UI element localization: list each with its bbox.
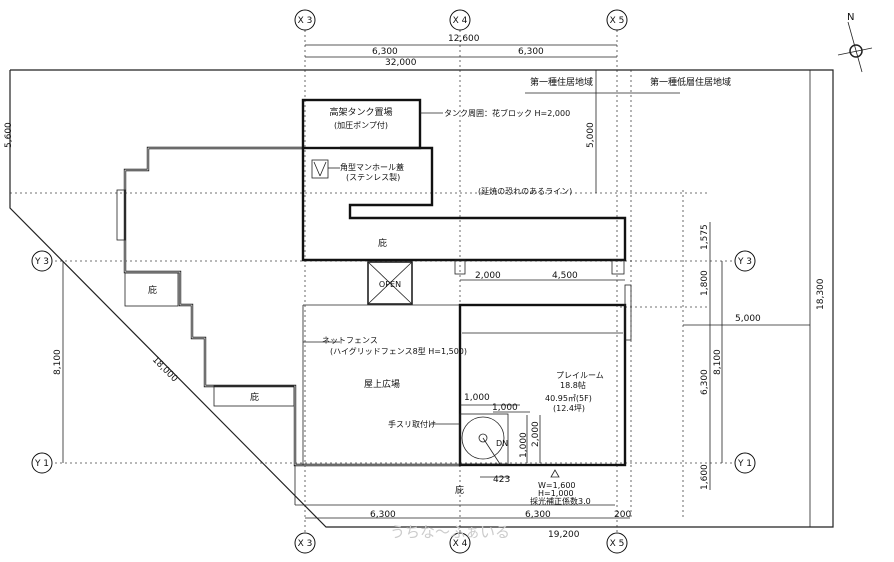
window-width: W=1,600 bbox=[538, 481, 576, 490]
grid-label: Y 3 bbox=[737, 257, 752, 267]
grid-x4-bottom: X 4 bbox=[449, 532, 471, 554]
eave-label: 庇 bbox=[250, 391, 259, 403]
spiral-stair bbox=[461, 416, 505, 460]
grid-label: X 3 bbox=[298, 539, 313, 549]
eave-area bbox=[213, 385, 295, 407]
window-note: 採光補正係数3.0 bbox=[530, 496, 591, 506]
grid-x3-top: X 3 bbox=[294, 9, 316, 31]
dim-text: 32,000 bbox=[385, 58, 417, 68]
dim-text: 5,600 bbox=[4, 122, 14, 148]
grid-label: Y 3 bbox=[34, 257, 49, 267]
watermark: うちな〜ふぁいる bbox=[390, 523, 510, 541]
dim-text: 5,000 bbox=[586, 122, 596, 148]
compass-north-label: N bbox=[847, 12, 854, 23]
open-label: OPEN bbox=[379, 280, 401, 289]
stair-dn-label: DN bbox=[496, 439, 508, 448]
grid-label: X 4 bbox=[453, 16, 468, 26]
net-fence-sub-label: (ハイグリッドフェンス8型 H=1,500) bbox=[330, 346, 467, 356]
playroom-tatami: 18.8帖 bbox=[560, 380, 586, 390]
eave-label: 庇 bbox=[378, 237, 387, 249]
grid-y1-right: Y 1 bbox=[734, 452, 756, 474]
north-compass-icon: N bbox=[837, 12, 873, 73]
grid-lines bbox=[10, 30, 740, 533]
rooftop-plaza-label: 屋上広場 bbox=[364, 378, 400, 390]
grid-y1-left: Y 1 bbox=[31, 452, 53, 474]
grid-label: Y 1 bbox=[737, 459, 752, 469]
grid-x4-top: X 4 bbox=[449, 9, 471, 31]
playroom-area: 40.95㎡(5F) bbox=[545, 394, 592, 403]
dim-text: 18,300 bbox=[816, 278, 826, 310]
grid-label: X 5 bbox=[610, 539, 625, 549]
property-boundary bbox=[9, 69, 834, 528]
dim-text: 6,300 bbox=[372, 47, 398, 57]
dim-text: 2,000 bbox=[475, 271, 501, 281]
manhole-label: 角型マンホール蓋 bbox=[340, 162, 404, 172]
dim-text: 5,000 bbox=[735, 314, 761, 324]
annotation-labels: 第一種住居地域 第一種低層住居地域 高架タンク置場 (加圧ポンプ付) タンク周囲… bbox=[148, 76, 731, 541]
manhole-sub-label: (ステンレス製) bbox=[346, 172, 400, 182]
grid-markers: X 3 X 4 X 5 X 3 X 4 X 5 Y 3 Y 1 Y 3 Y 1 bbox=[31, 9, 756, 554]
open-void bbox=[367, 261, 413, 305]
window-height: H=1,000 bbox=[538, 489, 574, 498]
dim-text: 18,000 bbox=[150, 355, 180, 385]
grid-x5-bottom: X 5 bbox=[606, 532, 628, 554]
dim-text: 1,000 bbox=[492, 403, 518, 413]
playroom-tsubo: (12.4坪) bbox=[553, 404, 585, 413]
building-outline bbox=[116, 98, 632, 506]
dimension-lines bbox=[62, 44, 811, 527]
eave-label: 庇 bbox=[148, 284, 157, 296]
dim-text: 423 bbox=[493, 475, 510, 485]
dim-text: 6,300 bbox=[370, 510, 396, 520]
dim-text: 1,800 bbox=[700, 270, 710, 296]
tank-label: 高架タンク置場 bbox=[329, 106, 392, 118]
grid-label: X 3 bbox=[298, 16, 313, 26]
zone-label: 第一種低層住居地域 bbox=[650, 76, 731, 88]
dim-text: 1,000 bbox=[519, 432, 529, 458]
dim-text: 2,000 bbox=[531, 421, 541, 447]
grid-x3-bottom: X 3 bbox=[294, 532, 316, 554]
playroom-label: プレイルーム bbox=[556, 371, 604, 380]
grid-label: X 5 bbox=[610, 16, 625, 26]
dim-text: 6,300 bbox=[518, 47, 544, 57]
grid-y3-left: Y 3 bbox=[31, 250, 53, 272]
tank-sub-label: (加圧ポンプ付) bbox=[334, 120, 388, 130]
tank-fence-note: タンク周囲：花ブロック H=2,000 bbox=[444, 108, 570, 118]
grid-x5-top: X 5 bbox=[606, 9, 628, 31]
dim-text: 6,300 bbox=[525, 510, 551, 520]
grid-label: Y 1 bbox=[34, 459, 49, 469]
net-fence-label: ネットフェンス bbox=[322, 336, 378, 345]
dim-text: 200 bbox=[614, 510, 631, 520]
grid-label: X 4 bbox=[453, 539, 468, 549]
dim-text: 8,100 bbox=[713, 349, 723, 375]
dim-text: 19,200 bbox=[548, 530, 580, 540]
dim-text: 1,600 bbox=[700, 464, 710, 490]
dim-text: 1,575 bbox=[700, 224, 710, 250]
eave-label: 庇 bbox=[455, 484, 464, 496]
dim-text: 1,000 bbox=[464, 393, 490, 403]
handrail-label: 手スリ取付け bbox=[388, 419, 436, 429]
dim-text: 4,500 bbox=[552, 271, 578, 281]
zone-label: 第一種住居地域 bbox=[530, 76, 593, 88]
eave-area bbox=[124, 272, 179, 307]
grid-y3-right: Y 3 bbox=[734, 250, 756, 272]
dim-text: 8,100 bbox=[53, 349, 63, 375]
dim-text: 6,300 bbox=[700, 369, 710, 395]
dim-text: 12,600 bbox=[448, 34, 480, 44]
fire-line-label: (延焼の恐れのあるライン) bbox=[478, 186, 572, 196]
